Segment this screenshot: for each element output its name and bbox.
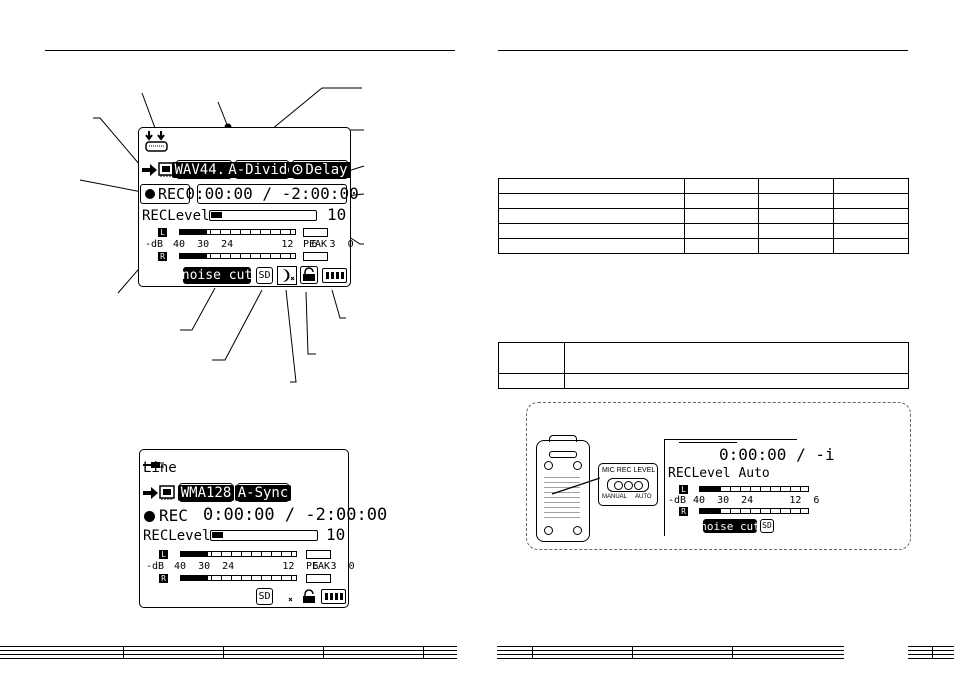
sd-card-icon: SD: [256, 588, 273, 605]
rec-indicator: REC: [140, 184, 190, 204]
moon-icon: [277, 266, 297, 285]
battery-icon: [322, 268, 347, 283]
display-bottom: Line WMA128 A-Sync REC 0:00:00 / -2:00:0…: [139, 449, 387, 608]
rec-level-label: RECLevel: [142, 208, 210, 224]
peak-label: PEAK: [306, 561, 331, 572]
inset-panel: [526, 402, 911, 550]
db-label: -dB: [668, 495, 687, 506]
channel-l-label: L: [679, 485, 688, 494]
lock-icon: [300, 588, 318, 606]
meter-r: [699, 508, 809, 514]
time-counter: 0:00:00 / -2:00:00: [203, 505, 388, 525]
format-badge: WMA128: [177, 483, 235, 502]
rec-level-value: 10: [326, 525, 346, 544]
recorder-back-illustration: [536, 435, 590, 542]
channel-r-label: R: [158, 252, 167, 261]
channel-r-label: R: [679, 507, 688, 516]
meter-r: [180, 575, 297, 581]
peak-r: [306, 574, 331, 583]
rec-level-label: RECLevel: [143, 528, 211, 544]
record-dot-icon: [144, 510, 155, 522]
pointer-line: [551, 477, 601, 495]
meter-l: [180, 551, 297, 557]
meter-l: [699, 486, 809, 492]
peak-l: [303, 228, 328, 237]
channel-l-label: L: [158, 228, 167, 237]
table-row: [498, 342, 910, 374]
time-counter: 0:00:00 / -2:00:00: [185, 184, 359, 204]
inset-display: 0:00:00 / -i RECLevel Auto L -dB 40 30 2…: [664, 439, 835, 536]
db-scale: 40 30 24 12 6: [693, 495, 820, 506]
moon-icon: [276, 587, 296, 606]
line-plug-icon: [143, 454, 165, 468]
mic-rec-level-switch: MIC REC LEVEL MANUAL AUTO: [598, 463, 658, 506]
inset-rec-level: RECLevel Auto: [668, 466, 770, 481]
switch-auto-label: AUTO: [635, 494, 652, 500]
battery-icon: [321, 589, 346, 604]
display-top: WAV44.1 A-Divide Delay REC 0:00:00 / -2:…: [138, 127, 359, 287]
noise-cut-badge: noise cut: [181, 267, 253, 284]
record-dot-icon: [144, 189, 155, 199]
table-row: [498, 223, 909, 239]
channel-l-label: L: [159, 550, 168, 559]
db-label: -dB: [146, 561, 165, 572]
rec-level-bar: [209, 210, 317, 221]
db-scale: 40 30 24 12 6 3 0: [174, 561, 355, 572]
input-label: Line: [143, 460, 177, 476]
channel-r-label: R: [159, 574, 168, 583]
table-row: [498, 373, 910, 389]
table-row: [498, 193, 909, 209]
peak-label: PEAK: [303, 239, 328, 250]
peak-l: [306, 550, 331, 559]
sd-card-icon: SD: [256, 267, 273, 284]
peak-r: [303, 252, 328, 261]
switch-title: MIC REC LEVEL: [602, 467, 656, 474]
arrow-right-icon: [143, 485, 159, 499]
format-badge: WAV44.1: [171, 160, 237, 179]
note-table: [498, 342, 910, 389]
switch-manual-label: MANUAL: [602, 494, 628, 500]
sync-badge: A-Sync: [234, 483, 292, 502]
db-label: -dB: [145, 239, 164, 250]
timer-icon: [292, 164, 303, 175]
noise-cut-badge: noise cut: [700, 519, 760, 533]
arrow-right-icon: [142, 162, 158, 176]
meter-l: [179, 229, 296, 235]
inset-time: 0:00:00 / -i: [719, 445, 835, 464]
switch-slider[interactable]: [607, 478, 649, 492]
table-row: [498, 238, 909, 254]
rec-indicator: REC: [144, 508, 188, 524]
memory-icon: [159, 484, 175, 500]
spec-table: [498, 178, 909, 254]
mic-arrows-icon: [144, 131, 170, 153]
table-row: [498, 208, 909, 224]
divide-badge: A-Divide: [225, 160, 299, 179]
rec-level-bar: [210, 530, 318, 541]
meter-r: [179, 253, 296, 259]
table-row: [498, 178, 909, 194]
sd-card-icon: SD: [760, 519, 774, 533]
db-scale: 40 30 24 12 6 3 0: [173, 239, 354, 250]
rec-level-value: 10: [327, 205, 347, 224]
lock-icon: [300, 266, 318, 284]
header-rule-right: [498, 50, 908, 51]
header-rule-left: [45, 50, 455, 51]
delay-badge: Delay: [289, 160, 351, 179]
